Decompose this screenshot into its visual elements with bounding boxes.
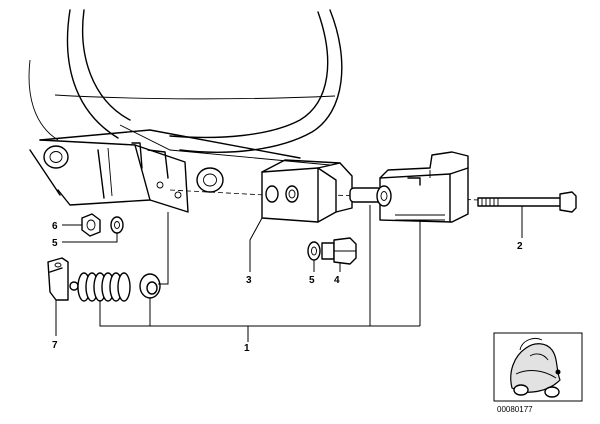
callout-5-left: 5 (52, 238, 58, 249)
stand-pin (349, 185, 392, 207)
mounting-plate (39, 139, 189, 213)
callout-6: 6 (52, 221, 58, 232)
callout-3: 3 (246, 275, 252, 286)
nut-part-6 (81, 213, 101, 237)
hex-bolt-part-4 (321, 237, 357, 265)
washer-part-5-right (307, 241, 321, 261)
long-bolt-part-2 (477, 191, 577, 213)
callout-7: 7 (52, 340, 58, 351)
bracket-part-3 (261, 159, 353, 223)
frame-bolt-left (43, 145, 69, 169)
callout-1: 1 (244, 343, 250, 354)
callout-4: 4 (334, 275, 340, 286)
inset-location-marker (555, 369, 561, 375)
leader-lines (55, 205, 523, 342)
bushing (139, 273, 161, 299)
washer-part-5-left (110, 216, 124, 234)
frame-bolt-right (196, 167, 224, 193)
coil-spring (77, 272, 131, 302)
scooter-thumbnail (510, 338, 561, 398)
stand-slider (379, 151, 469, 223)
callout-5-right: 5 (309, 275, 315, 286)
drawing-code: 00080177 (497, 405, 533, 414)
frame-outline (28, 9, 343, 196)
callout-2: 2 (517, 241, 523, 252)
vehicle-inset (493, 332, 583, 402)
spring-clip-part-7 (47, 257, 79, 301)
assembly-axis-left (169, 189, 266, 196)
